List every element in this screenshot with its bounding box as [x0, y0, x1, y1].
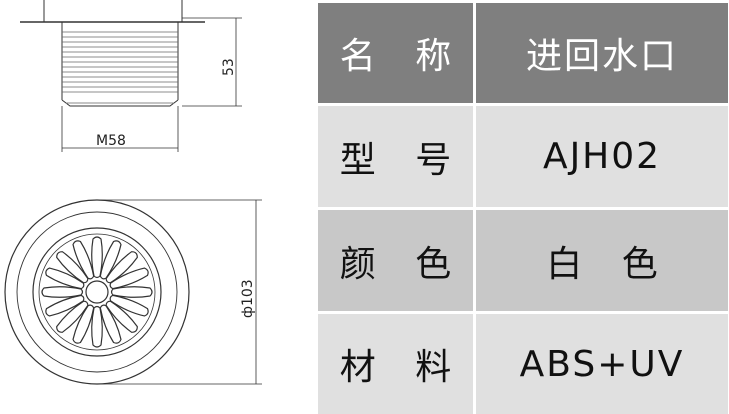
header-label-cell: 名 称 — [318, 3, 473, 103]
technical-drawing: 53 M58 ф103 — [4, 0, 262, 385]
model-label-cell: 型 号 — [318, 106, 473, 207]
height-dimension-label: 53 — [221, 58, 237, 76]
drain-slot — [56, 300, 89, 333]
color-label-cell: 颜 色 — [318, 210, 473, 311]
drain-slot — [45, 294, 85, 317]
drain-slot — [109, 294, 149, 317]
header-value-cell: 进回水口 — [476, 3, 728, 103]
drain-slot — [56, 251, 89, 284]
cover-front-view — [4, 199, 262, 385]
drain-slots — [41, 236, 153, 348]
fitting-side-view — [20, 0, 242, 152]
thread-dimension-label: M58 — [96, 133, 126, 149]
drain-slot — [105, 251, 138, 284]
drain-slot — [45, 267, 85, 290]
drain-slot — [99, 304, 122, 344]
spec-table: 名 称 进回水口 型 号 AJH02 颜 色 白 色 材 料 ABS+UV — [318, 3, 728, 414]
diameter-dimension-label: ф103 — [240, 279, 256, 318]
drain-slot — [91, 305, 103, 348]
drain-slot — [72, 240, 95, 280]
material-value-cell: ABS+UV — [476, 314, 728, 414]
drain-slot — [110, 286, 153, 298]
drain-slot — [72, 304, 95, 344]
model-value-cell: AJH02 — [476, 106, 728, 207]
drain-slot — [41, 286, 84, 298]
material-label-cell: 材 料 — [318, 314, 473, 414]
drain-slot — [105, 300, 138, 333]
drain-slot — [109, 267, 149, 290]
color-value-cell: 白 色 — [476, 210, 728, 311]
drain-slot — [99, 240, 122, 280]
drain-slot — [91, 236, 103, 279]
